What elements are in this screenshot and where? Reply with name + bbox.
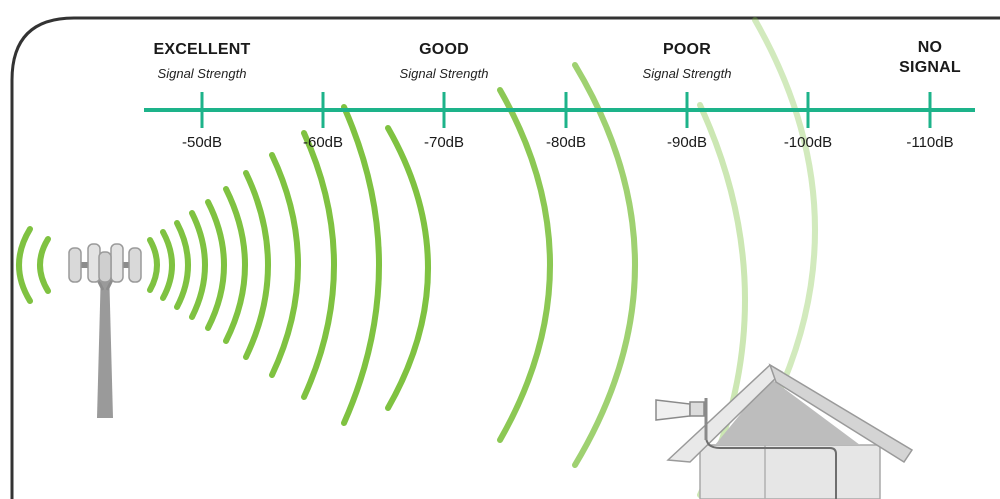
signal-wave-arc	[160, 229, 175, 301]
db-label-80: -80dB	[545, 134, 587, 151]
house-attic	[715, 378, 860, 445]
antenna-body	[655, 399, 691, 421]
label-poor: POOR	[663, 41, 711, 58]
label-excellent: EXCELLENT	[153, 41, 251, 58]
signal-waves	[16, 17, 818, 498]
db-label-70: -70dB	[423, 134, 465, 151]
db-label-110: -110dB	[906, 134, 954, 151]
label-good: GOOD	[419, 41, 469, 58]
signal-wave-arc	[385, 125, 431, 411]
signal-wave-arc	[174, 220, 191, 310]
label-poor-subtitle: Signal Strength	[642, 66, 732, 81]
signal-wave-arc	[269, 152, 301, 378]
tower-mast	[97, 268, 113, 418]
tower-panel-center	[98, 251, 112, 283]
label-no-signal: NO SIGNAL	[899, 39, 961, 76]
house-wall	[699, 444, 881, 499]
db-label-50: -50dB	[181, 134, 223, 151]
house-roof-right	[768, 363, 914, 464]
yagi-antenna-icon	[655, 398, 708, 440]
label-excellent-subtitle: Signal Strength	[157, 66, 247, 81]
db-scale-ticks	[200, 92, 932, 128]
db-label-100: -100dB	[783, 134, 833, 151]
diagram-frame	[10, 16, 1000, 499]
db-label-60: -60dB	[302, 134, 344, 151]
tower-panel	[68, 247, 82, 283]
signal-wave-arc	[147, 237, 160, 293]
db-label-90: -90dB	[666, 134, 708, 151]
signal-wave-arc	[572, 62, 638, 468]
signal-wave-arc	[341, 104, 382, 426]
signal-wave-arc	[16, 226, 33, 304]
signal-wave-arc	[301, 130, 337, 400]
signal-wave-arc	[243, 170, 271, 360]
cell-tower-icon	[68, 243, 142, 418]
tower-panel	[87, 243, 101, 283]
signal-wave-arc	[189, 210, 208, 320]
house-icon	[666, 363, 914, 499]
antenna-cable	[705, 410, 837, 499]
signal-wave-arc	[223, 186, 248, 344]
label-good-subtitle: Signal Strength	[399, 66, 489, 81]
antenna-mount	[689, 401, 705, 417]
signal-wave-arc	[205, 199, 227, 331]
signal-wave-arc	[497, 87, 553, 443]
tower-panel	[128, 247, 142, 283]
tower-panel	[110, 243, 124, 283]
signal-wave-arc	[37, 236, 51, 294]
